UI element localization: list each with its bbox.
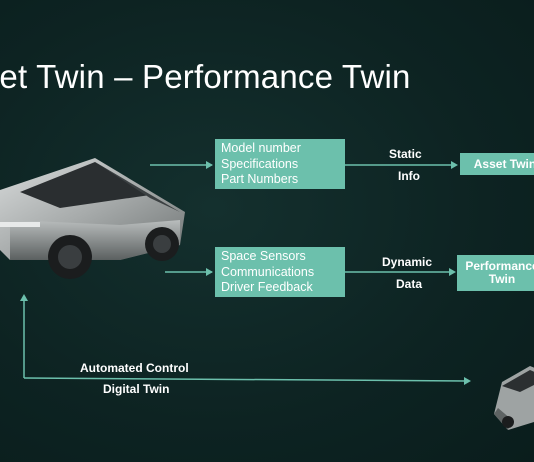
slide-title: sset Twin – Performance Twin: [0, 58, 411, 95]
digital-twin-label: Digital Twin: [103, 382, 170, 396]
box-line-driver-feedback: Driver Feedback: [221, 280, 313, 294]
automated-control-label: Automated Control: [80, 361, 189, 375]
twin-label: Twin: [488, 272, 516, 286]
static-label: Static: [389, 147, 422, 161]
static-attributes-box: Model number Specifications Part Numbers: [215, 139, 345, 189]
box-line-specifications: Specifications: [221, 156, 299, 171]
dynamic-attributes-box: Space Sensors Communications Driver Feed…: [215, 247, 345, 297]
performance-twin-box: Performance Twin: [457, 255, 534, 291]
data-label: Data: [396, 277, 423, 291]
asset-twin-box: Asset Twin: [460, 153, 534, 175]
cybertruck-image: [0, 158, 185, 279]
info-label: Info: [398, 169, 420, 183]
box-line-space-sensors: Space Sensors: [221, 249, 306, 263]
asset-twin-label: Asset Twin: [473, 156, 534, 171]
vehicle-icon: [494, 366, 534, 430]
box-line-communications: Communications: [221, 264, 315, 279]
performance-label: Performance: [465, 259, 534, 273]
dynamic-label: Dynamic: [382, 255, 433, 269]
box-line-part-numbers: Part Numbers: [221, 172, 299, 186]
box-line-model-number: Model number: [221, 141, 301, 155]
